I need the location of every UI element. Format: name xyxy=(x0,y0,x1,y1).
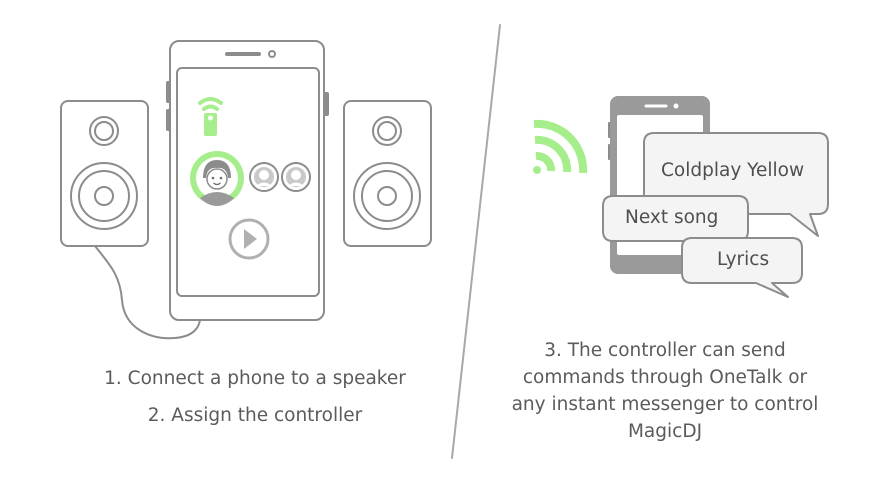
bubble-next-text: Next song xyxy=(625,207,719,228)
bubble-lyrics xyxy=(681,237,803,298)
step-3-line: 3. The controller can send xyxy=(544,340,786,361)
step-3-line: commands through OneTalk or xyxy=(522,367,808,388)
play-icon xyxy=(228,218,270,260)
step-3-line: MagicDJ xyxy=(627,421,703,442)
step-1-caption: 1. Connect a phone to a speaker xyxy=(104,368,406,389)
step-3-line: any instant messenger to control xyxy=(511,394,819,415)
divider-line xyxy=(451,24,501,459)
main-phone-icon xyxy=(166,40,329,321)
left-speaker-icon xyxy=(60,100,149,247)
wifi-signal-icon xyxy=(533,119,588,174)
secondary-avatars xyxy=(249,162,311,192)
remote-control-icon xyxy=(198,97,223,136)
step-2-caption: 2. Assign the controller xyxy=(147,405,363,426)
user-avatar-icon xyxy=(190,151,244,206)
bubble-song-text: Coldplay Yellow xyxy=(661,160,805,181)
step-3-caption: 3. The controller can send commands thro… xyxy=(495,337,835,445)
right-speaker-icon xyxy=(343,100,432,247)
speaker-cable xyxy=(94,245,201,340)
bubble-lyrics-text: Lyrics xyxy=(717,249,770,270)
